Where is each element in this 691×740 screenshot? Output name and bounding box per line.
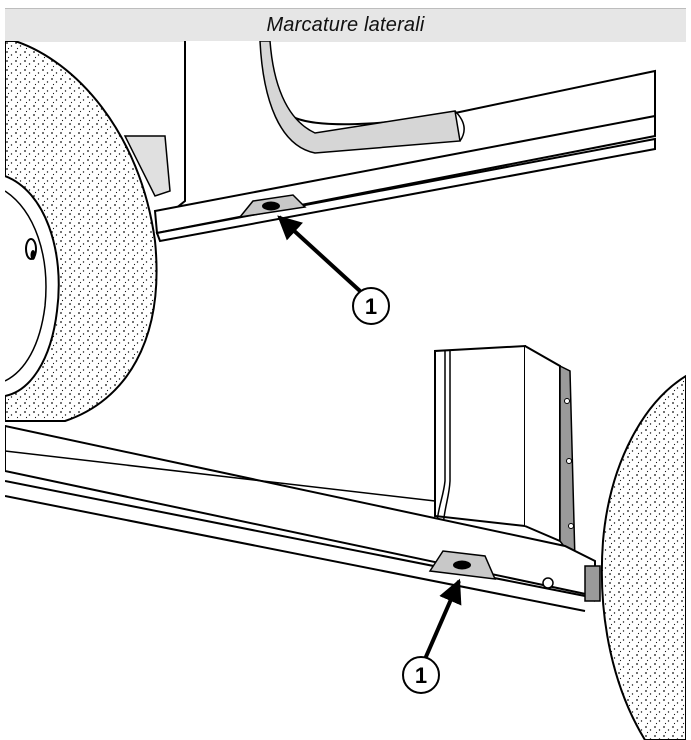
front-arrow xyxy=(277,215,362,293)
rear-pillar xyxy=(434,344,526,528)
top-view: 1 xyxy=(5,41,656,422)
sill-markings-illustration: 1 xyxy=(5,41,686,740)
front-callout: 1 xyxy=(352,287,390,325)
rear-marking xyxy=(453,560,471,570)
svg-text:1: 1 xyxy=(365,294,377,319)
rear-tire xyxy=(600,374,686,740)
front-marking xyxy=(262,201,280,211)
front-rim xyxy=(5,175,60,397)
rear-arrow xyxy=(423,578,462,660)
bottom-view: 1 xyxy=(5,344,686,740)
figure-title: Marcature laterali xyxy=(266,14,425,36)
title-bar: Marcature laterali xyxy=(5,8,686,42)
svg-text:1: 1 xyxy=(415,663,427,688)
rear-callout: 1 xyxy=(402,656,440,694)
